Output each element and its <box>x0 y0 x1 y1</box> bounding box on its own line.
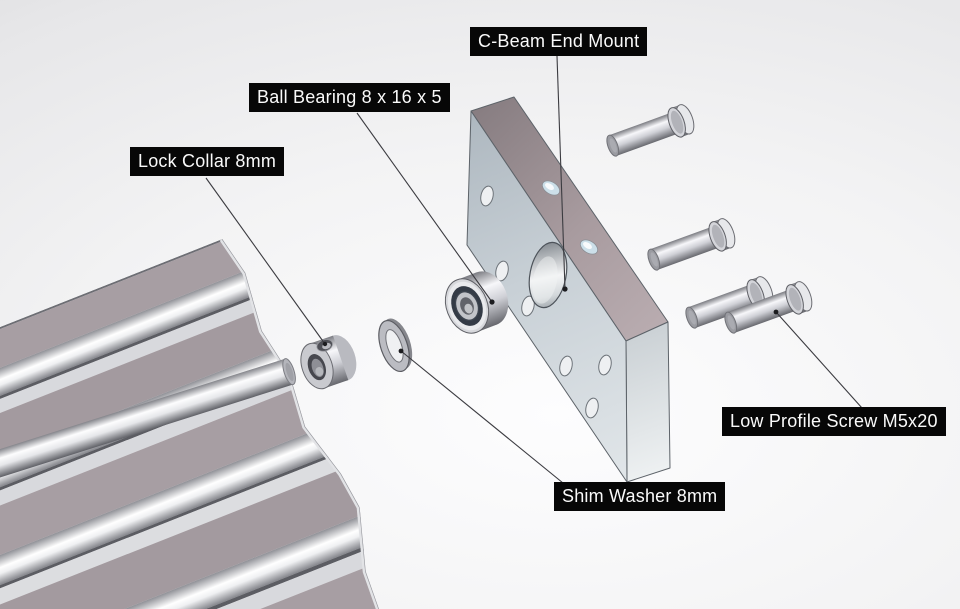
plate-front-holes <box>480 185 612 419</box>
leader-line-ball-bearing <box>356 112 495 305</box>
plate-center-bore <box>528 241 568 309</box>
plate-top-holes <box>541 180 599 255</box>
label-low-profile-screw: Low Profile Screw M5x20 <box>722 407 946 436</box>
label-ball-bearing: Ball Bearing 8 x 16 x 5 <box>249 83 450 112</box>
shim-washer-part <box>378 318 413 373</box>
leader-line-low-profile-screw <box>773 309 863 409</box>
label-shim-washer: Shim Washer 8mm <box>554 482 726 511</box>
label-lock-collar: Lock Collar 8mm <box>130 147 285 176</box>
low-profile-screw-2 <box>643 215 739 277</box>
low-profile-screw-1 <box>602 101 698 163</box>
lead-screw-rod <box>0 358 296 489</box>
c-beam-extrusion <box>0 228 423 609</box>
leader-line-lock-collar <box>205 177 328 347</box>
leader-line-c-beam-end-mount <box>556 55 568 292</box>
leader-line-shim-washer <box>398 348 564 484</box>
label-c-beam-end-mount: C-Beam End Mount <box>470 27 648 56</box>
ball-bearing-part <box>444 271 509 334</box>
lock-collar-part <box>300 335 357 390</box>
